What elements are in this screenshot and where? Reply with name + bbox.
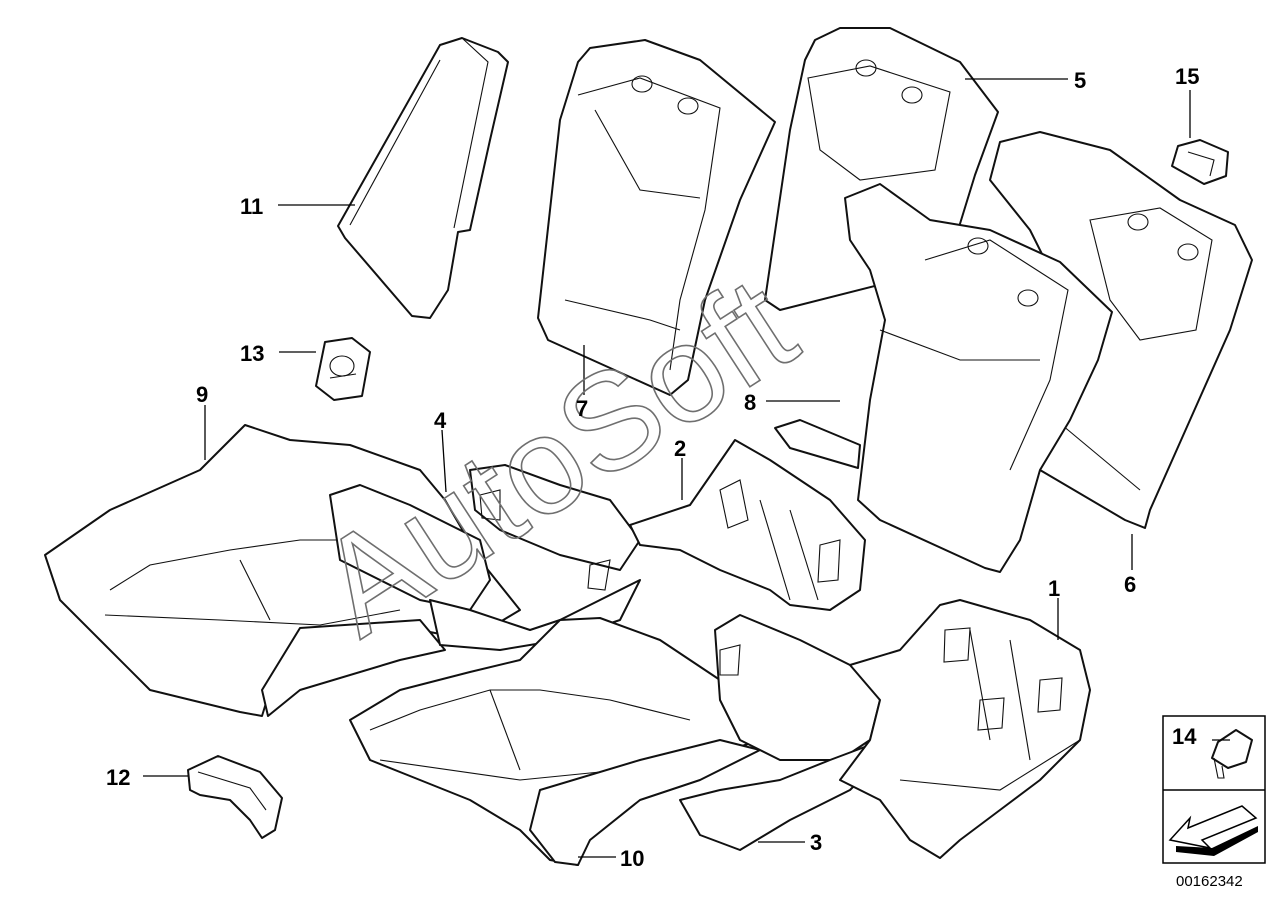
reference-number: 00162342 [1176, 873, 1243, 890]
callout-10: 10 [620, 846, 644, 871]
part-7-backrest [537, 39, 776, 396]
part-8-center-backrest [774, 183, 1113, 573]
callout-3: 3 [810, 830, 822, 855]
callout-7: 7 [576, 396, 588, 421]
callout-11: 11 [240, 194, 263, 219]
callout-14: 14 [1172, 724, 1197, 749]
callout-6: 6 [1124, 572, 1136, 597]
part-10-seat-cushion [349, 617, 761, 866]
part-15-clip [1171, 139, 1229, 185]
callout-13: 13 [240, 341, 264, 366]
callout-1: 1 [1048, 576, 1060, 601]
callout-12: 12 [106, 765, 130, 790]
part-12-trim-cover [187, 755, 283, 839]
part-11-side-bolster [337, 37, 509, 319]
part-1-base-frame [839, 599, 1091, 859]
orientation-arrow-icon [1168, 805, 1258, 856]
callout-4: 4 [434, 408, 447, 433]
part-9-seat-cushion [44, 424, 521, 717]
part-2-seat-bracket [629, 439, 866, 611]
callout-labels: 1 2 3 4 5 6 7 8 9 10 11 12 13 14 15 [106, 64, 1199, 871]
callout-8: 8 [744, 390, 756, 415]
callout-5: 5 [1074, 68, 1086, 93]
part-13-cover-cap [315, 337, 371, 401]
callout-9: 9 [196, 382, 208, 407]
callout-15: 15 [1175, 64, 1199, 89]
part-4-seat-frame [329, 464, 641, 651]
callout-2: 2 [674, 436, 686, 461]
leader-lines [143, 78, 1230, 858]
